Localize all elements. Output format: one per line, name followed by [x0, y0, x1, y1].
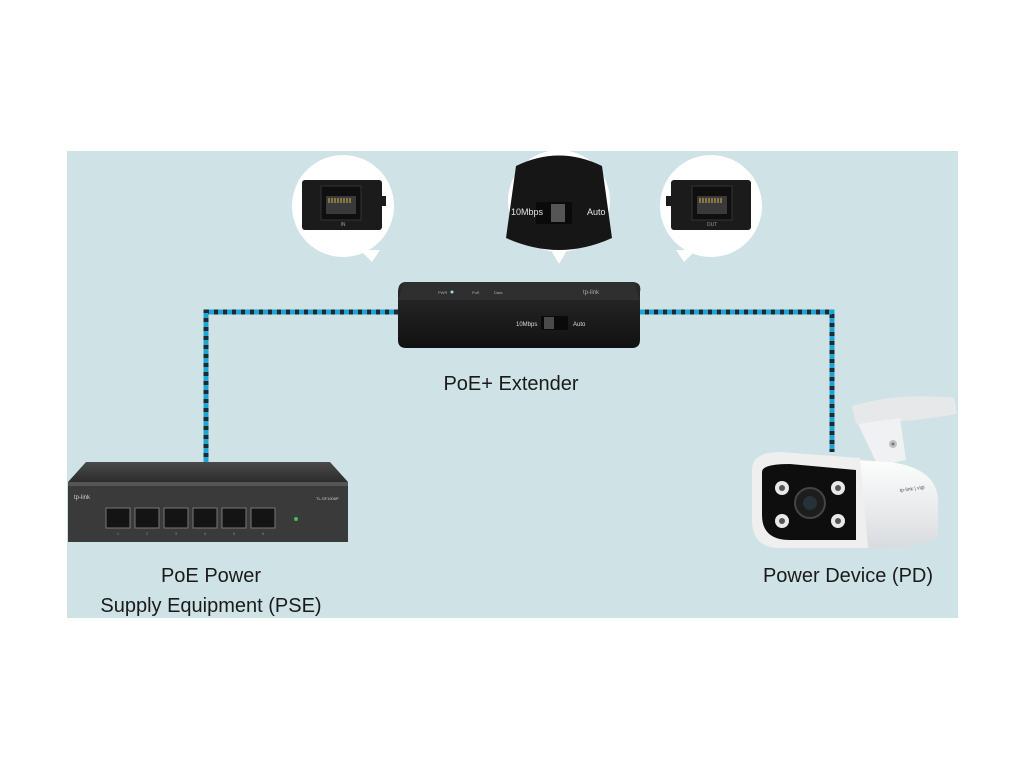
- port-in-label: IN: [341, 222, 346, 228]
- ethernet-port-icon: [320, 185, 362, 221]
- led-poe-label: PoE: [472, 290, 480, 295]
- pse-label-line1: PoE Power: [160, 565, 262, 587]
- led-pwr-label: PWR: [438, 290, 447, 295]
- power-led-icon: [294, 517, 298, 521]
- port-number-label: 3: [175, 531, 178, 536]
- extender-label: PoE+ Extender: [443, 373, 579, 395]
- switch-brand-logo: tp-link: [74, 495, 91, 501]
- cable-extender-to-pd: [640, 309, 835, 452]
- port-number-label: 6: [262, 531, 265, 536]
- extender-brand-logo: tp-link: [583, 290, 600, 296]
- led-data-label: Data: [494, 290, 503, 295]
- extender-10mbps-label: 10Mbps: [516, 322, 537, 328]
- pse-label-line2: Supply Equipment (PSE): [100, 595, 322, 617]
- extender-auto-label: Auto: [573, 322, 586, 328]
- poe-extender-device: PWR PoE Data tp-link 10Mbps Auto: [398, 282, 641, 348]
- port-number-label: 2: [146, 531, 149, 536]
- switch-model-label: TL-SF1006P: [316, 496, 339, 501]
- port-number-label: 5: [233, 531, 236, 536]
- callout-out-port: OUT: [660, 155, 762, 262]
- led-indicator-icon: [450, 290, 454, 294]
- switch-auto-label: Auto: [587, 207, 606, 217]
- callout-speed-switch: 10Mbps Auto: [506, 150, 612, 264]
- switch-10mbps-label: 10Mbps: [511, 207, 544, 217]
- port-number-label: 1: [117, 531, 120, 536]
- pd-label: Power Device (PD): [762, 565, 934, 587]
- camera-brand-logo: tp-link | vigi: [899, 485, 925, 494]
- callout-in-port: IN: [292, 155, 394, 262]
- switch-ports: [105, 507, 276, 529]
- ethernet-port-icon: [691, 185, 733, 221]
- poe-switch-device: tp-link TL-SF1006P 1 2 3 4 5 6: [68, 462, 348, 542]
- ip-camera-device: tp-link | vigi: [752, 396, 957, 548]
- cable-pse-to-extender: [203, 309, 398, 462]
- port-out-label: OUT: [707, 222, 718, 228]
- port-number-label: 4: [204, 531, 207, 536]
